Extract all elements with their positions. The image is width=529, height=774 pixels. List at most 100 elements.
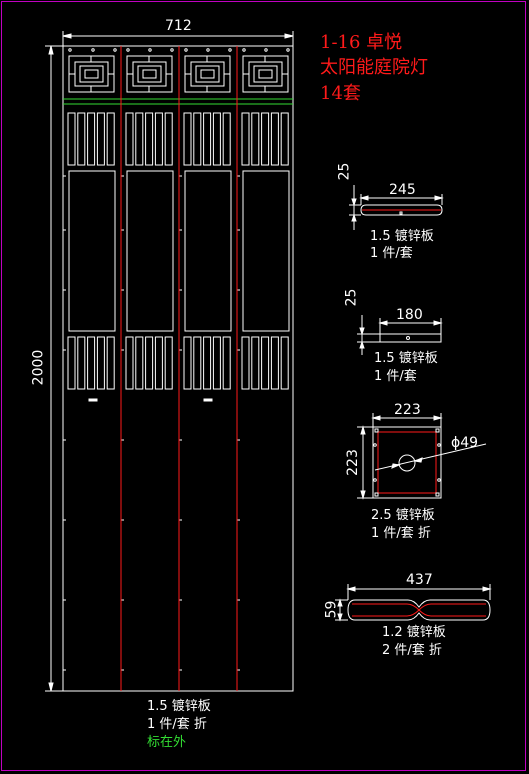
part-d-width-label: 437 xyxy=(406,572,433,588)
top-slot-1-3 xyxy=(87,112,96,166)
bottom-slot-1-2 xyxy=(77,336,86,390)
panel-dimensions xyxy=(45,31,294,692)
part-d-note-line-2: 2 件/套 折 xyxy=(382,643,442,658)
part-c-note-line-2: 1 件/套 折 xyxy=(371,526,431,541)
top-slot-4-3 xyxy=(261,112,270,166)
handle-slot-2 xyxy=(203,398,213,402)
part-c-hole xyxy=(398,454,416,472)
title-line-2: 太阳能庭院灯 xyxy=(320,57,428,78)
top-slot-1-4 xyxy=(96,112,105,166)
fret-motif-1 xyxy=(74,61,109,87)
top-slot-1-1 xyxy=(67,112,76,166)
top-slot-4-4 xyxy=(270,112,279,166)
bottom-slot-1-1 xyxy=(67,336,76,390)
bottom-slot-3-3 xyxy=(203,336,212,390)
part-d-outline xyxy=(347,599,491,621)
bottom-slot-3-5 xyxy=(222,336,231,390)
part-d-note-line-1: 1.2 镀锌板 xyxy=(382,625,446,640)
fret-motif-2 xyxy=(132,61,167,87)
part-a-note-line-1: 1.5 镀锌板 xyxy=(370,229,434,244)
bottom-slot-4-4 xyxy=(270,336,279,390)
top-slot-4-5 xyxy=(280,112,289,166)
part-b xyxy=(357,315,443,355)
part-a-hole xyxy=(399,211,403,215)
part-c-width-label: 223 xyxy=(394,402,421,418)
title-line-3: 14套 xyxy=(320,83,361,104)
bottom-slot-4-2 xyxy=(251,336,260,390)
top-slot-2-1 xyxy=(125,112,134,166)
panel-note-line-2: 1 件/套 折 xyxy=(147,717,207,732)
bottom-slot-4-1 xyxy=(241,336,250,390)
main-panel xyxy=(62,45,294,692)
bottom-slot-1-3 xyxy=(87,336,96,390)
top-slot-4-2 xyxy=(251,112,260,166)
part-b-hole xyxy=(406,336,410,340)
fret-motif-3 xyxy=(190,61,225,87)
window-1 xyxy=(68,170,116,332)
top-slot-3-1 xyxy=(183,112,192,166)
window-4 xyxy=(242,170,290,332)
top-slot-1-5 xyxy=(106,112,115,166)
panel-outline xyxy=(62,45,294,692)
top-slot-3-3 xyxy=(203,112,212,166)
handle-slot-1 xyxy=(88,398,98,402)
panel-note-line-3: 标在外 xyxy=(147,735,187,750)
bottom-slot-3-2 xyxy=(193,336,202,390)
top-slot-2-2 xyxy=(135,112,144,166)
panel-height-label: 2000 xyxy=(30,349,47,386)
bottom-slot-2-2 xyxy=(135,336,144,390)
top-slot-2-3 xyxy=(145,112,154,166)
top-slot-4-1 xyxy=(241,112,250,166)
bottom-slot-2-4 xyxy=(154,336,163,390)
part-c-note-line-1: 2.5 镀锌板 xyxy=(371,508,435,523)
bottom-slot-1-4 xyxy=(96,336,105,390)
panel-note-line-1: 1.5 镀锌板 xyxy=(147,699,211,714)
bottom-slot-2-5 xyxy=(164,336,173,390)
height-arrows xyxy=(48,45,54,692)
width-arrows xyxy=(62,33,294,39)
part-c-height-label: 223 xyxy=(344,449,361,476)
part-a xyxy=(349,185,444,230)
part-b-height-label: 25 xyxy=(343,288,360,307)
top-slot-3-4 xyxy=(212,112,221,166)
bottom-slot-2-1 xyxy=(125,336,134,390)
part-d xyxy=(335,584,492,622)
top-slot-1-2 xyxy=(77,112,86,166)
fret-links-3 xyxy=(185,56,230,92)
top-slot-3-5 xyxy=(222,112,231,166)
bottom-slot-3-4 xyxy=(212,336,221,390)
top-slot-3-2 xyxy=(193,112,202,166)
top-slot-2-4 xyxy=(154,112,163,166)
panel-columns xyxy=(63,55,290,671)
part-a-height-label: 25 xyxy=(336,162,353,181)
fret-links-4 xyxy=(243,56,288,92)
title-line-1: 1-16 卓悦 xyxy=(320,32,403,53)
window-3 xyxy=(184,170,232,332)
part-a-note-line-2: 1 件/套 xyxy=(370,246,413,261)
window-2 xyxy=(126,170,174,332)
part-b-width-label: 180 xyxy=(396,307,423,323)
fret-links-1 xyxy=(69,56,114,92)
part-c-hole-label: ϕ49 xyxy=(451,435,479,451)
bottom-slot-4-5 xyxy=(280,336,289,390)
fret-motif-4 xyxy=(248,61,283,87)
part-d-height-label: 59 xyxy=(323,600,340,619)
part-b-note-line-1: 1.5 镀锌板 xyxy=(374,351,438,366)
part-a-outline xyxy=(360,204,443,216)
bottom-slot-4-3 xyxy=(261,336,270,390)
fret-links-2 xyxy=(127,56,172,92)
part-c-fold xyxy=(377,431,437,494)
top-markers xyxy=(68,48,290,52)
part-b-outline xyxy=(379,333,442,343)
part-b-note-line-2: 1 件/套 xyxy=(374,369,417,384)
bottom-slot-3-1 xyxy=(183,336,192,390)
bottom-slot-2-3 xyxy=(145,336,154,390)
panel-width-label: 712 xyxy=(165,18,192,34)
top-slot-2-5 xyxy=(164,112,173,166)
bottom-slot-1-5 xyxy=(106,336,115,390)
part-c xyxy=(357,413,487,500)
part-c-outer xyxy=(372,426,442,499)
part-a-width-label: 245 xyxy=(389,182,416,198)
